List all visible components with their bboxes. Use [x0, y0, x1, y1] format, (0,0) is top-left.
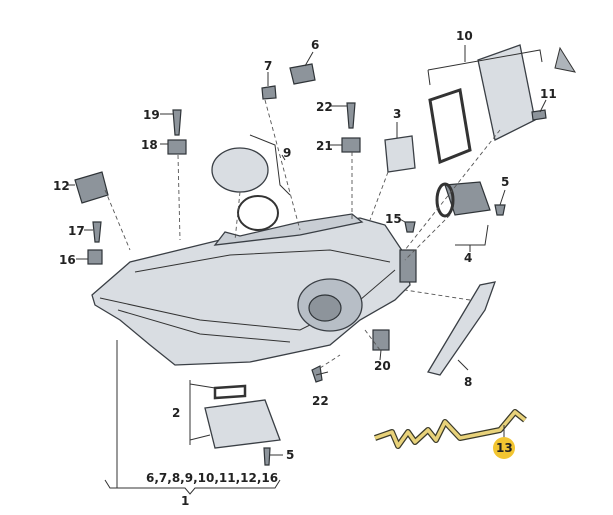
label-6: 6	[311, 38, 319, 52]
bracket-2	[189, 380, 216, 445]
label-22-bottom: 22	[312, 394, 329, 408]
label-22: 22	[316, 100, 333, 114]
screw-22-bottom	[311, 365, 323, 383]
label-9: 9	[283, 146, 291, 160]
label-19: 19	[143, 108, 160, 122]
label-10: 10	[456, 29, 473, 43]
label-15: 15	[385, 212, 402, 226]
screw-11	[531, 109, 547, 121]
screw-19	[172, 109, 182, 136]
label-3: 3	[393, 107, 401, 121]
bracket-9	[249, 134, 291, 196]
cap-12	[74, 171, 109, 204]
label-11: 11	[540, 87, 557, 101]
seal-4	[435, 182, 455, 218]
bracket-10	[427, 45, 543, 86]
gasket-2	[213, 384, 247, 400]
label-8: 8	[464, 375, 472, 389]
screw-5-bottom	[263, 447, 271, 466]
label-12: 12	[53, 179, 70, 193]
xenon-bulb-3	[384, 135, 416, 173]
gasket-10	[428, 88, 472, 165]
ballast-2	[204, 399, 281, 449]
nut-18	[167, 139, 187, 155]
label-20: 20	[374, 359, 391, 373]
label-5: 5	[501, 175, 509, 189]
label-18: 18	[141, 138, 158, 152]
screw-5-right	[494, 204, 506, 216]
clip-20	[372, 329, 390, 351]
bracket-4	[455, 224, 489, 252]
label-7: 7	[264, 59, 272, 73]
wire-harness-13-fill	[374, 410, 527, 448]
label-5-bottom: 5	[286, 448, 294, 462]
label-4: 4	[464, 251, 472, 265]
label-17: 17	[68, 224, 85, 238]
bracket-1	[104, 479, 281, 495]
label-16: 16	[59, 253, 76, 267]
screw-17	[92, 221, 102, 243]
highlight-badge-13	[493, 437, 515, 459]
plug-15	[404, 221, 416, 233]
callout-labels: 1 6,7,8,9,10,11,12,16 2 3 4 5 5 6 7 8 9 …	[53, 29, 557, 508]
label-13: 13	[496, 441, 513, 455]
label-21: 21	[316, 139, 333, 153]
seal-ring-9	[237, 195, 279, 231]
cover-9	[211, 147, 269, 193]
trim-8	[426, 281, 496, 376]
bulb-7	[261, 85, 277, 100]
label-2: 2	[172, 406, 180, 420]
headlight-assembly	[91, 213, 417, 366]
label-1: 1	[181, 494, 189, 508]
nut-21	[341, 137, 361, 153]
label-subparts: 6,7,8,9,10,11,12,16	[146, 471, 278, 485]
bulb-6	[289, 63, 316, 85]
screw-22-top	[346, 102, 356, 129]
arrow-marker	[554, 46, 577, 73]
nut-16	[87, 249, 103, 265]
